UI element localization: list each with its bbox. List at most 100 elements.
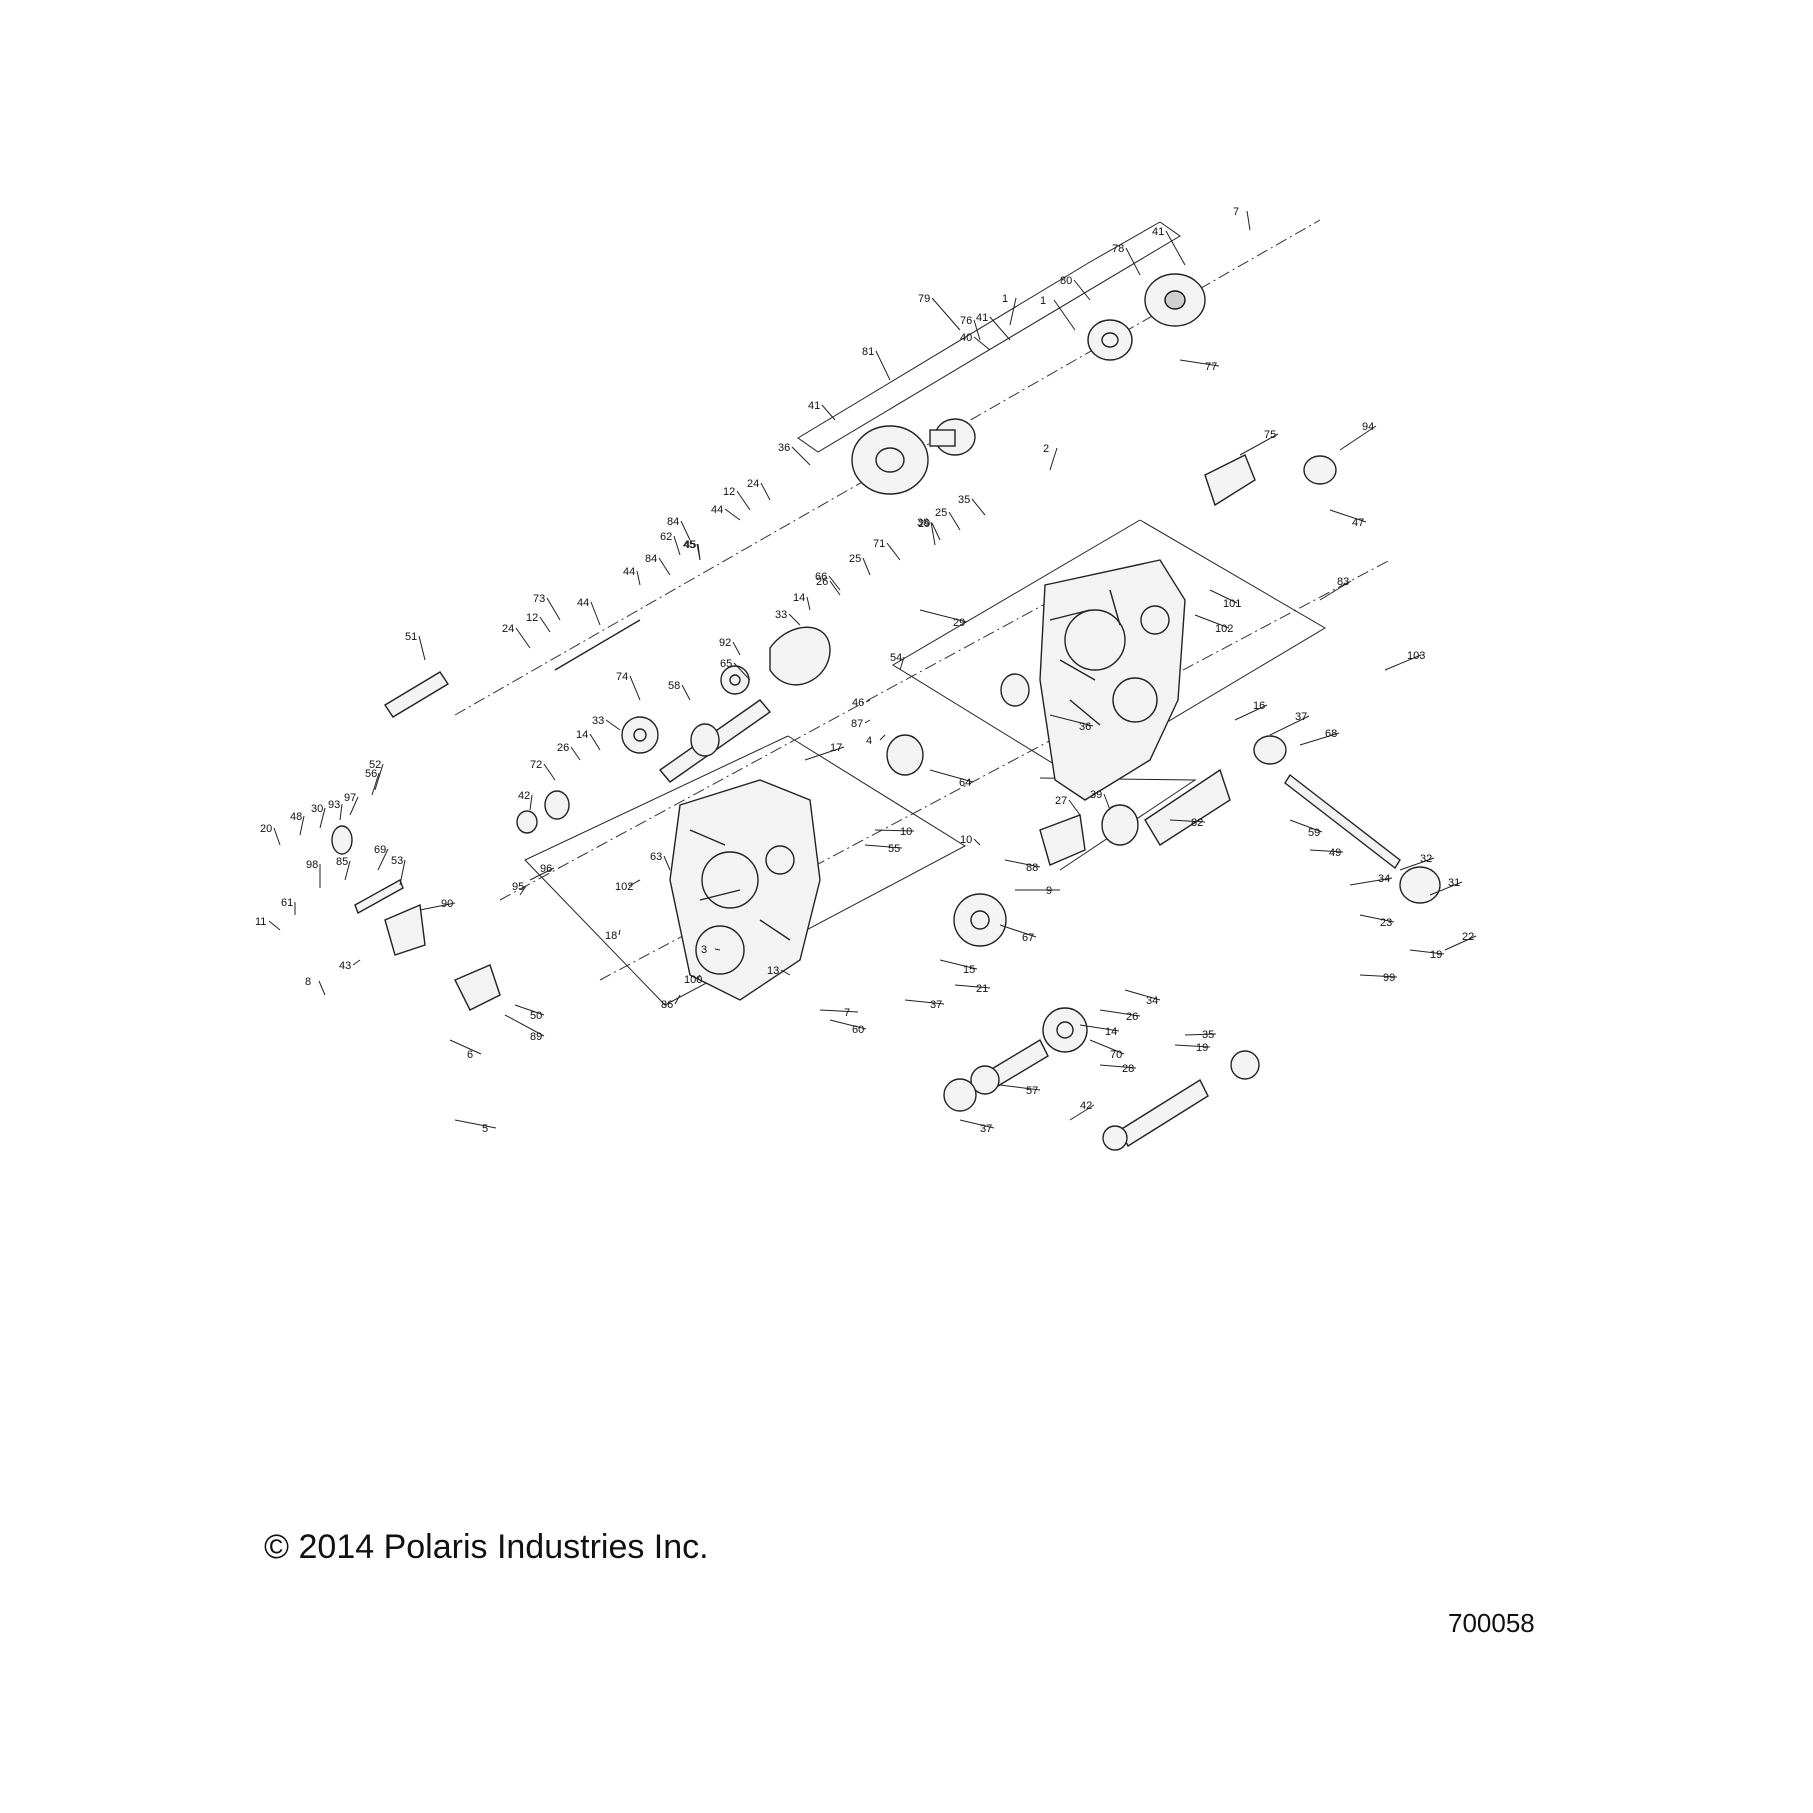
callout-leader (931, 522, 941, 541)
callout-number: 36 (778, 442, 790, 454)
callout-number: 55 (888, 843, 900, 855)
callout-leader (828, 575, 841, 591)
callout-leader (374, 763, 384, 791)
callout-41: 41 (1152, 226, 1186, 266)
callout-32: 32 (1399, 853, 1435, 871)
callout-number: 102 (1215, 623, 1233, 635)
callout-number: 37 (1295, 711, 1307, 723)
callout-number: 103 (1407, 650, 1425, 662)
callout-number: 46 (852, 697, 864, 709)
callout-number: 90 (441, 898, 453, 910)
callout-number: 66 (815, 571, 827, 583)
callout-leader (1246, 210, 1251, 231)
callout-56: 56 (365, 768, 380, 796)
callout-7: 7 (1233, 206, 1251, 231)
callout-10: 10 (960, 834, 981, 846)
callout-number: 86 (661, 999, 673, 1011)
callout-leader (1409, 949, 1445, 955)
callout-18: 18 (605, 929, 621, 942)
callout-44: 44 (711, 504, 741, 521)
callout-leader (736, 490, 751, 511)
callout-leader (399, 859, 406, 886)
callout-leader (1329, 509, 1367, 523)
bracket-75 (1204, 454, 1256, 507)
carrier-79 (929, 418, 976, 456)
callout-102: 102 (615, 879, 641, 893)
callout-leader (1049, 447, 1058, 471)
callout-14: 14 (576, 729, 601, 751)
callout-number: 26 (816, 576, 828, 588)
group-frame-86 (524, 735, 967, 1006)
callout-leader (658, 557, 671, 576)
callout-38: 38 (917, 517, 936, 546)
callout-77: 77 (1179, 359, 1220, 373)
hub-78 (1144, 273, 1206, 327)
callout-36: 36 (778, 442, 811, 466)
bracket-90 (384, 903, 426, 956)
callout-11: 11 (255, 916, 281, 931)
callout-16: 16 (1234, 700, 1268, 721)
transmission-housing-cover (669, 779, 821, 1001)
callout-61: 61 (281, 897, 296, 915)
callout-27: 27 (1055, 795, 1081, 816)
callout-number: 26 (1126, 1011, 1138, 1023)
callout-66: 66 (815, 571, 841, 591)
callout-45: 45 (683, 539, 701, 561)
shaft-69 (354, 878, 404, 915)
callout-33: 33 (592, 715, 621, 731)
callout-number: 37 (980, 1123, 992, 1135)
callout-number: 19 (1430, 949, 1442, 961)
callout-leader (1359, 914, 1395, 923)
callout-number: 14 (793, 592, 805, 604)
callout-leader (760, 482, 771, 501)
callout-24: 24 (747, 478, 771, 501)
callout-leader (636, 570, 641, 586)
callout-65: 65 (720, 658, 751, 681)
callout-73: 73 (533, 593, 561, 621)
callout-number: 83 (1337, 576, 1349, 588)
callout-number: 25 (935, 507, 947, 519)
callout-number: 77 (1205, 361, 1217, 373)
callout-63: 63 (650, 851, 671, 871)
callout-number: 44 (711, 504, 723, 516)
callout-leader (1309, 849, 1344, 853)
callout-67: 67 (999, 924, 1037, 944)
callout-leader (1179, 359, 1220, 367)
callout-number: 73 (533, 593, 545, 605)
callout-14: 14 (1079, 1024, 1120, 1038)
callout-leader (959, 1119, 995, 1129)
callout-leader (344, 860, 351, 881)
diagram-number: 700058 (1448, 1608, 1535, 1638)
actuator-94 (1303, 455, 1337, 485)
callout-12: 12 (526, 612, 551, 633)
pump-50 (454, 964, 501, 1011)
callout-41: 41 (808, 400, 836, 421)
callout-23: 23 (1359, 914, 1395, 929)
callout-number: 14 (1105, 1026, 1117, 1038)
callout-leader (680, 520, 691, 541)
callout-leader (1099, 1064, 1137, 1069)
callout-101: 101 (1209, 589, 1241, 610)
callout-number: 62 (660, 531, 672, 543)
callout-number: 16 (1253, 700, 1265, 712)
callout-88: 88 (1004, 859, 1041, 874)
callout-number: 60 (852, 1024, 864, 1036)
callout-1: 1 (1040, 295, 1076, 331)
callout-number: 61 (281, 897, 293, 909)
callout-97: 97 (344, 792, 359, 816)
callout-number: 37 (930, 999, 942, 1011)
callout-number: 93 (328, 799, 340, 811)
callout-leader (318, 980, 326, 996)
transmission-housing-main (1039, 559, 1186, 801)
callout-leader (1429, 881, 1463, 896)
callout-leader (449, 1039, 482, 1055)
output-shaft-59 (1284, 773, 1441, 904)
callout-leader (299, 815, 305, 836)
gear-80 (1087, 319, 1133, 361)
callout-50: 50 (514, 1004, 545, 1022)
callout-78: 78 (1112, 243, 1141, 276)
callout-number: 35 (1202, 1029, 1214, 1041)
callout-number: 72 (530, 759, 542, 771)
callout-93: 93 (328, 799, 343, 821)
